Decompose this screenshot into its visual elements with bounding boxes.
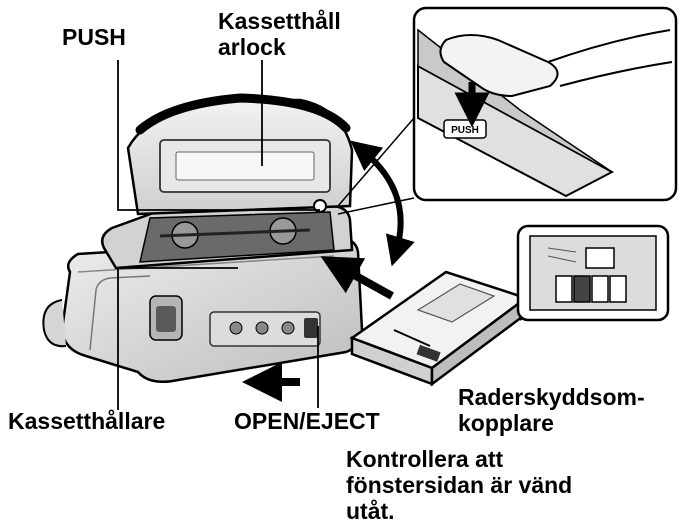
- holder-lock-label: Kassetthåll arlock: [218, 8, 341, 60]
- cassette-holder-label: Kassetthållare: [8, 408, 165, 434]
- inset-push-detail: PUSH: [414, 8, 676, 200]
- open-eject-label: OPEN/EJECT: [234, 408, 380, 434]
- inset-switch-detail: [518, 226, 668, 320]
- cassette-lid: [128, 98, 352, 214]
- push-label: PUSH: [62, 24, 126, 50]
- orientation-note: Kontrollera att fönstersidan är vänd utå…: [346, 446, 572, 524]
- erase-protection-switch-label: Raderskyddsom- kopplare: [458, 384, 645, 436]
- rotation-arrow-icon: [362, 150, 401, 252]
- inset-push-button-label: PUSH: [451, 125, 479, 136]
